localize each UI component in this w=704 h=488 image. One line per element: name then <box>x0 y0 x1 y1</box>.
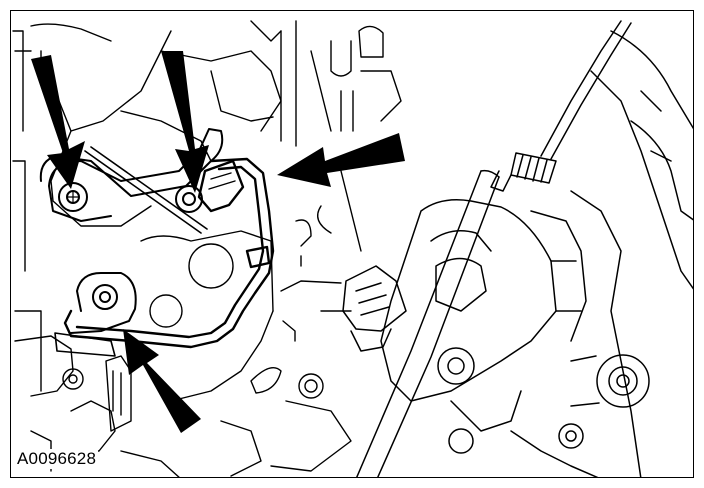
engine-bay-line-drawing <box>12 20 693 477</box>
illustration-frame: A0096628 <box>10 10 694 478</box>
callout-arrows <box>31 51 405 433</box>
right-assembly <box>342 20 693 477</box>
callout-arrow-4 <box>123 329 201 433</box>
wiring-bracket <box>63 157 275 349</box>
callout-arrow-2 <box>161 51 209 193</box>
engine-background <box>12 20 402 477</box>
callout-arrow-3 <box>277 133 405 187</box>
lower-bracket <box>54 272 137 357</box>
upper-bracket <box>39 128 224 234</box>
callout-arrow-1 <box>31 55 85 189</box>
figure-id-label: A0096628 <box>15 449 99 469</box>
